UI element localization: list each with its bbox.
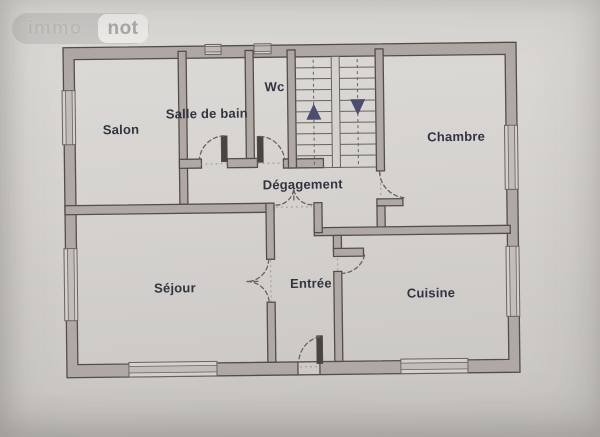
wall-salon-sejour <box>64 202 275 216</box>
watermark-logo: immo not <box>12 13 149 44</box>
wall-cuisine-jamb-stub <box>332 247 365 258</box>
door-arc-wc <box>259 135 286 159</box>
room-label-salle-de-bain: Salle de bain <box>166 106 248 122</box>
windows <box>61 43 521 378</box>
door-arc-sdb <box>198 135 225 160</box>
room-label-wc: Wc <box>264 79 284 94</box>
door-arc-chambre <box>378 171 405 199</box>
interior-walls <box>64 48 511 363</box>
wall-chambre-cuisine <box>313 224 511 237</box>
brand-text-immo: immo <box>27 17 83 39</box>
door-swings <box>198 135 405 362</box>
window-cuisine-south <box>400 357 469 375</box>
room-label-degagement: Dégagement <box>263 176 344 192</box>
room-label-cuisine: Cuisine <box>407 285 456 301</box>
window-sejour-west <box>63 248 79 322</box>
wall-entree-cuisine <box>333 270 344 363</box>
wall-sejour-east-upper <box>265 202 276 260</box>
room-labels: Salon Salle de bain Wc Chambre Dégagemen… <box>103 79 485 301</box>
window-cuisine-east <box>505 245 521 317</box>
window-sdb-north <box>204 43 222 56</box>
window-wc-north <box>253 43 272 55</box>
window-chambre-east <box>503 124 519 190</box>
brand-text-not: not <box>107 17 139 39</box>
room-label-chambre: Chambre <box>427 129 485 145</box>
wall-salon-east <box>177 50 189 206</box>
stairs-divider <box>330 55 341 168</box>
window-sejour-south <box>128 360 218 378</box>
brand-badge: not <box>98 14 148 43</box>
stairs-down-arrow-icon <box>350 99 366 116</box>
floor-plan-drawing: Salon Salle de bain Wc Chambre Dégagemen… <box>61 41 521 379</box>
door-arc-cuisine <box>341 254 366 275</box>
door-leaf-sdb <box>220 135 228 163</box>
wall-entree-northeast <box>313 201 323 234</box>
wall-sejour-east-lower <box>266 301 277 363</box>
door-arc-sejour-top <box>246 258 270 283</box>
wall-sdb-south-right <box>226 157 259 169</box>
room-label-salon: Salon <box>103 122 140 137</box>
wall-chambre-door-stub <box>376 197 404 207</box>
door-leaves <box>220 135 324 364</box>
stairs-up-arrow-icon <box>306 103 322 120</box>
stairs-bottom-edge <box>322 166 377 169</box>
room-label-entree: Entrée <box>290 275 332 291</box>
room-label-sejour: Séjour <box>154 280 196 296</box>
staircase <box>295 55 377 169</box>
door-arc-sejour-bottom <box>246 280 270 302</box>
wall-stairs-west <box>286 49 298 169</box>
door-arc-front <box>298 335 321 362</box>
wall-chambre-west-upper <box>374 48 386 172</box>
door-leaf-wc <box>256 136 264 163</box>
door-thresholds <box>200 162 382 368</box>
window-salon-west <box>61 90 77 146</box>
door-leaf-front <box>316 335 324 364</box>
wall-sdb-south-left <box>178 158 203 170</box>
